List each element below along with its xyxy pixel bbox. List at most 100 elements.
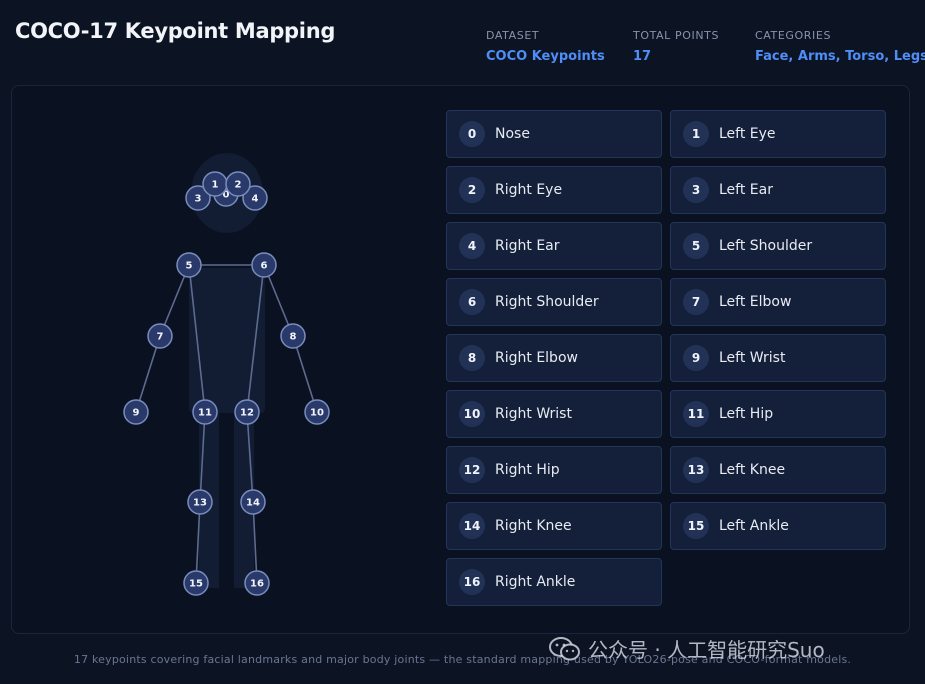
- keypoint-name: Left Hip: [719, 406, 774, 422]
- torso-silhouette: [189, 268, 265, 413]
- skeleton-edge-11-13: [199, 411, 206, 503]
- keypoint-node-circle: [187, 489, 213, 515]
- keypoint-index-badge: 4: [459, 233, 485, 259]
- keypoint-node-label: 15: [189, 579, 203, 590]
- keypoint-node-circle: [147, 323, 173, 349]
- skeleton-edge-6-8: [263, 264, 294, 337]
- keypoint-card: 7 Left Elbow: [670, 278, 886, 326]
- keypoint-node-13: 13: [187, 489, 213, 515]
- keypoint-node-circle: [183, 570, 209, 596]
- keypoint-index-badge: 7: [683, 289, 709, 315]
- keypoint-node-label: 5: [186, 261, 193, 272]
- stat-label: TOTAL POINTS: [633, 29, 720, 42]
- stat-total-points: TOTAL POINTS 17: [633, 29, 719, 64]
- keypoint-node-circle: [280, 323, 306, 349]
- keypoint-card: 6 Right Shoulder: [446, 278, 662, 326]
- keypoint-name: Right Knee: [495, 518, 572, 534]
- keypoint-node-circle: [192, 399, 218, 425]
- stat-value: 17: [633, 49, 652, 64]
- keypoint-node-label: 7: [157, 332, 164, 343]
- keypoint-node-2: 2: [225, 171, 251, 197]
- keypoint-card: 0 Nose: [446, 110, 662, 158]
- keypoint-name: Left Knee: [719, 462, 786, 478]
- keypoint-name: Left Elbow: [719, 294, 792, 310]
- keypoint-card: 12 Right Hip: [446, 446, 662, 494]
- keypoint-node-circle: [242, 185, 268, 211]
- caption: 17 keypoints covering facial landmarks a…: [73, 653, 852, 666]
- keypoint-node-label: 0: [223, 190, 230, 201]
- stat-value: Face, Arms, Torso, Legs: [755, 49, 925, 64]
- keypoint-node-label: 9: [133, 408, 140, 419]
- keypoint-node-circle: [251, 252, 277, 278]
- keypoint-index-badge: 14: [459, 513, 485, 539]
- keypoint-node-label: 4: [252, 194, 259, 205]
- keypoint-index-badge: 11: [683, 401, 709, 427]
- keypoint-node-circle: [304, 399, 330, 425]
- keypoint-node-1: 1: [202, 171, 228, 197]
- keypoint-index-badge: 6: [459, 289, 485, 315]
- keypoint-name: Right Shoulder: [495, 294, 599, 310]
- keypoint-node-label: 6: [261, 261, 268, 272]
- keypoint-name: Left Shoulder: [719, 238, 813, 254]
- keypoint-index-badge: 1: [683, 121, 709, 147]
- keypoint-node-10: 10: [304, 399, 330, 425]
- keypoint-node-circle: [234, 399, 260, 425]
- keypoint-name: Right Eye: [495, 182, 563, 198]
- keypoint-node-label: 1: [212, 180, 219, 191]
- keypoint-node-9: 9: [123, 399, 149, 425]
- keypoint-node-14: 14: [240, 489, 266, 515]
- keypoint-index-badge: 15: [683, 513, 709, 539]
- keypoint-name: Right Ear: [495, 238, 560, 254]
- skeleton-edge-14-16: [252, 501, 258, 584]
- keypoint-node-3: 3: [185, 185, 211, 211]
- keypoint-name: Right Elbow: [495, 350, 578, 366]
- keypoint-node-circle: [123, 399, 149, 425]
- keypoint-node-circle: [244, 570, 270, 596]
- keypoint-name: Left Eye: [719, 126, 776, 142]
- keypoint-node-label: 2: [235, 180, 242, 191]
- stat-label: CATEGORIES: [755, 29, 832, 42]
- keypoint-card: 4 Right Ear: [446, 222, 662, 270]
- keypoint-name: Nose: [495, 126, 530, 142]
- keypoint-index-badge: 12: [459, 457, 485, 483]
- keypoint-card: 16 Right Ankle: [446, 558, 662, 606]
- keypoint-node-label: 14: [246, 498, 260, 509]
- keypoint-index-badge: 13: [683, 457, 709, 483]
- skeleton-edge-5-7: [159, 264, 190, 337]
- keypoint-node-5: 5: [176, 252, 202, 278]
- keypoint-name: Right Ankle: [495, 574, 576, 590]
- keypoint-node-label: 8: [290, 332, 297, 343]
- stat-dataset: DATASET COCO Keypoints: [486, 29, 605, 64]
- keypoint-card: 1 Left Eye: [670, 110, 886, 158]
- watermark-text: 公众号 · 人工智能研究Suo: [588, 638, 825, 662]
- skeleton-edge-12-14: [246, 411, 254, 503]
- wechat-icon: [549, 636, 580, 660]
- stat-value: COCO Keypoints: [486, 49, 605, 64]
- skeleton-edge-6-12: [246, 264, 265, 413]
- keypoint-node-circle: [240, 489, 266, 515]
- keypoint-index-badge: 16: [459, 569, 485, 595]
- keypoint-name: Right Hip: [495, 462, 560, 478]
- page-title: COCO-17 Keypoint Mapping: [15, 19, 336, 43]
- keypoint-card: 14 Right Knee: [446, 502, 662, 550]
- keypoint-card: 11 Left Hip: [670, 390, 886, 438]
- keypoint-node-circle: [185, 185, 211, 211]
- keypoint-node-label: 13: [193, 498, 207, 509]
- watermark: 公众号 · 人工智能研究Suo: [548, 634, 825, 663]
- keypoint-index-badge: 0: [459, 121, 485, 147]
- keypoint-node-circle: [176, 252, 202, 278]
- keypoint-node-11: 11: [192, 399, 218, 425]
- keypoint-node-label: 16: [250, 579, 264, 590]
- keypoint-node-label: 11: [198, 408, 212, 419]
- keypoint-index-badge: 9: [683, 345, 709, 371]
- stat-label: DATASET: [486, 29, 540, 42]
- keypoint-index-badge: 8: [459, 345, 485, 371]
- keypoint-node-8: 8: [280, 323, 306, 349]
